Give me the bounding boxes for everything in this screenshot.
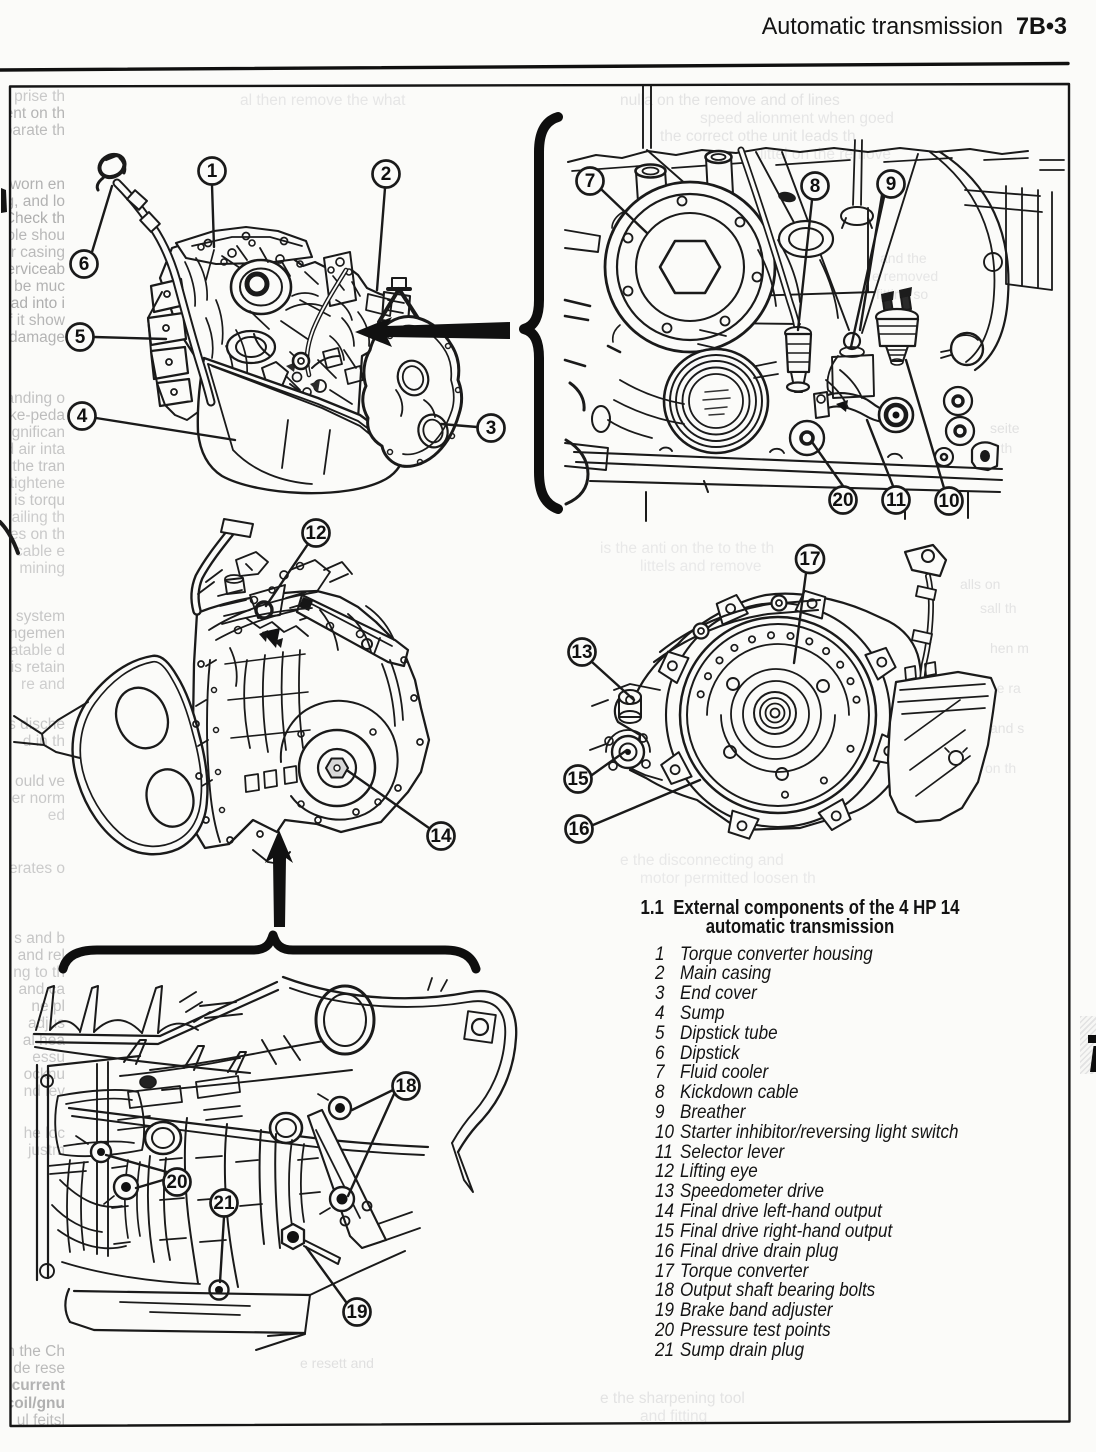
svg-text:17: 17 (799, 549, 820, 570)
svg-text:2: 2 (381, 164, 392, 185)
svg-text:8: 8 (810, 176, 821, 197)
svg-text:10: 10 (938, 491, 959, 512)
svg-text:9: 9 (886, 174, 897, 195)
svg-text:7: 7 (585, 171, 596, 192)
svg-text:21: 21 (213, 1193, 235, 1214)
svg-text:3: 3 (486, 418, 497, 439)
svg-text:5: 5 (75, 327, 86, 348)
svg-text:20: 20 (166, 1172, 187, 1193)
svg-text:11: 11 (886, 490, 907, 511)
svg-text:13: 13 (571, 642, 592, 663)
svg-text:20: 20 (832, 490, 853, 511)
svg-text:15: 15 (567, 769, 589, 790)
svg-text:16: 16 (568, 819, 589, 840)
svg-text:14: 14 (430, 826, 452, 847)
svg-text:4: 4 (77, 406, 88, 427)
svg-text:6: 6 (79, 254, 90, 275)
svg-text:18: 18 (395, 1076, 416, 1097)
svg-text:1: 1 (207, 161, 218, 182)
svg-text:19: 19 (346, 1302, 367, 1323)
svg-text:12: 12 (305, 523, 326, 544)
